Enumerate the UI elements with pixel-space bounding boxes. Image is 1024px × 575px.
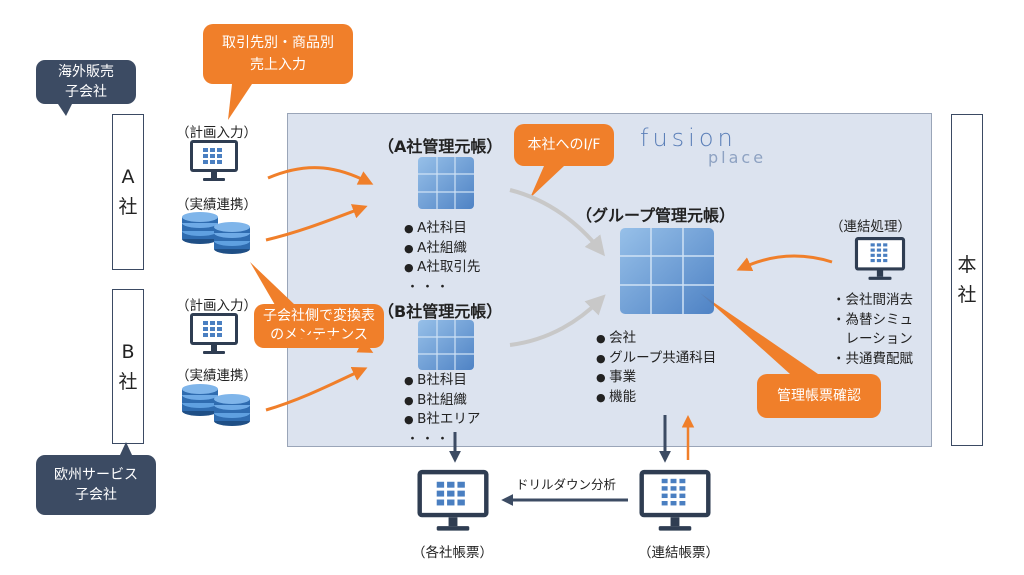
- eu-service-line1: 欧州サービス: [54, 467, 138, 483]
- fusion-place-logo: fusion place: [640, 124, 800, 167]
- database-icon: [214, 394, 250, 426]
- mgmt-report-check-tail: [700, 293, 818, 374]
- hq-interface-tail: [530, 166, 564, 198]
- mgmt-report-check-text: 管理帳票確認: [777, 388, 861, 404]
- database-icon: [182, 384, 218, 416]
- consolidation-item: レーション: [832, 331, 913, 347]
- per-client-input-line1: 取引先別・商品別: [222, 35, 334, 51]
- overseas-sales-tail: [58, 104, 72, 116]
- group-ledger-item: 事業: [596, 368, 716, 388]
- b-ledger-item: B社組織: [404, 391, 480, 411]
- a-to-group-arrow: [509, 188, 605, 257]
- table-monitor-icon: [854, 237, 906, 280]
- plan-input-b-arrow: [267, 334, 374, 353]
- b-ledger-list: B社科目 B社組織 B社エリア: [404, 371, 480, 430]
- actual-link-a-label: （実績連携）: [176, 197, 257, 213]
- eu-service-line2: 子会社: [75, 487, 117, 503]
- monitor-icon: [190, 313, 238, 354]
- a-ledger-item: A社科目: [404, 219, 480, 239]
- a-ledger-item: A社組織: [404, 239, 480, 259]
- subsidiary-maintenance-line1: 子会社側で変換表: [263, 308, 375, 324]
- actual-link-b-label: （実績連携）: [176, 368, 257, 384]
- a-company-char2: 社: [118, 196, 138, 218]
- b-ledger-more: ・・・: [406, 432, 452, 447]
- cube-icon: [418, 320, 474, 370]
- a-ledger-title: （A社管理元帳）: [378, 137, 503, 156]
- eu-service-tail: [120, 442, 132, 455]
- consolidation-item: ・会社間消去: [832, 292, 913, 308]
- head-office-box: 本 社: [951, 114, 983, 446]
- group-ledger-item: 機能: [596, 388, 716, 408]
- group-ledger-item: グループ共通科目: [596, 349, 716, 369]
- overseas-sales-line1: 海外販売: [58, 64, 114, 80]
- b-company-char2: 社: [118, 370, 138, 393]
- actual-link-a-arrow: [265, 204, 368, 242]
- a-ledger-item: A社取引先: [404, 258, 480, 278]
- monitor-icon: [190, 140, 238, 181]
- mgmt-report-check-callout: 管理帳票確認: [757, 374, 881, 418]
- b-ledger-item: B社科目: [404, 371, 480, 391]
- overseas-sales-line2: 子会社: [65, 84, 107, 100]
- actual-link-b-arrow: [265, 367, 368, 412]
- a-company-char1: A: [121, 166, 135, 188]
- overseas-sales-callout: 海外販売 子会社: [36, 60, 136, 104]
- each-company-report-label: （各社帳票）: [412, 545, 493, 561]
- group-ledger-list: 会社 グループ共通科目 事業 機能: [596, 329, 716, 407]
- a-ledger-list: A社科目 A社組織 A社取引先: [404, 219, 480, 278]
- b-to-group-arrow: [509, 294, 606, 347]
- head-office-char2: 社: [957, 284, 977, 306]
- cube-icon: [418, 157, 474, 209]
- group-ledger-item: 会社: [596, 329, 716, 349]
- a-company-box: A 社: [112, 114, 144, 270]
- plan-input-a-label: （計画入力）: [176, 125, 257, 141]
- consolidation-item: ・為替シミュ: [832, 311, 913, 328]
- consolidated-report-label: （連結帳票）: [638, 545, 719, 561]
- group-ledger-title: （グループ管理元帳）: [576, 206, 736, 225]
- database-icon: [182, 212, 218, 244]
- logo-line2: place: [708, 148, 767, 167]
- a-ledger-more: ・・・: [406, 280, 452, 295]
- b-ledger-item: B社エリア: [404, 410, 480, 430]
- plan-input-a-arrow: [267, 166, 374, 185]
- head-office-char1: 本: [957, 254, 977, 276]
- drilldown-label: ドリルダウン分析: [516, 477, 617, 492]
- logo-line1: fusion: [640, 124, 737, 152]
- per-client-input-callout: 取引先別・商品別 売上入力: [203, 24, 353, 84]
- b-company-char1: B: [121, 340, 135, 363]
- per-client-input-line2: 売上入力: [250, 57, 306, 73]
- table-monitor-icon: [639, 469, 711, 531]
- consolidation-list: ・会社間消去 ・為替シミュ レーション ・共通費配賦: [832, 291, 913, 369]
- plan-input-b-label: （計画入力）: [176, 298, 257, 314]
- eu-service-callout: 欧州サービス 子会社: [36, 455, 156, 515]
- b-ledger-title: （B社管理元帳）: [378, 302, 503, 321]
- consolidation-arrow: [736, 254, 833, 272]
- b-company-box: B 社: [112, 289, 144, 444]
- per-client-input-tail: [228, 84, 252, 120]
- hq-interface-text: 本社へのI/F: [527, 137, 601, 153]
- subsidiary-maintenance-tail: [250, 262, 295, 305]
- report-monitor-icon: [417, 469, 489, 531]
- database-icon: [214, 222, 250, 254]
- hq-interface-callout: 本社へのI/F: [514, 124, 614, 166]
- consolidation-item: ・共通費配賦: [832, 350, 913, 367]
- consolidation-label: （連結処理）: [830, 219, 911, 235]
- cube-icon: [620, 228, 714, 314]
